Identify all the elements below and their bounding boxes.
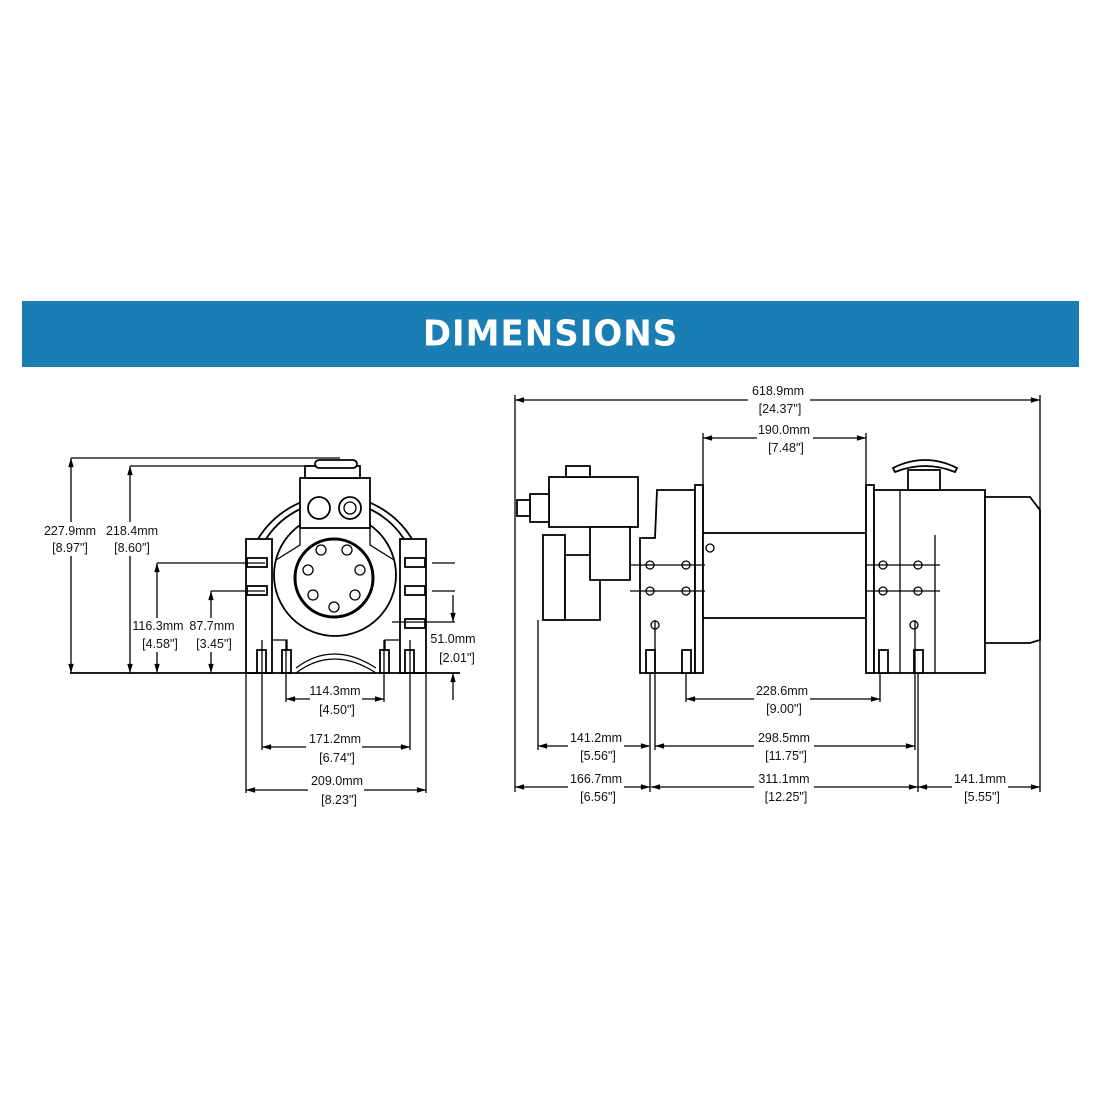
dim-228-6-in: [9.00"] [766,702,802,716]
port-right [338,496,362,520]
label-background [757,422,813,456]
dim-141-2-mm: 141.2mm [570,731,622,745]
port-right-fitting [343,501,357,515]
flange-bolt [354,564,366,576]
label-background [748,383,810,417]
dim-166-7-in: [6.56"] [580,790,616,804]
mounting-bolt [404,618,426,629]
flange-bolt [315,544,327,556]
dimensions-banner: DIMENSIONS [22,301,1079,367]
dim-209-0-mm: 209.0mm [311,774,363,788]
port-left [307,496,331,520]
cable-anchor-hole [705,543,715,553]
valve-mount-lines [275,528,395,561]
base-saddle [295,658,377,674]
mounting-bolt [404,557,426,568]
dim-228-6-mm: 228.6mm [756,684,808,698]
flange-bolt [349,589,361,601]
dim-141-1-mm: 141.1mm [954,772,1006,786]
dim-227-9-mm: 227.9mm [44,524,96,538]
clutch-handle [891,459,959,474]
left-drum-flange [694,484,704,674]
gearbox-housing [873,489,986,674]
dim-171-2-in: [6.74"] [319,751,355,765]
motor-adapter [589,526,631,581]
motor-flange [293,537,375,619]
dim-298-5-mm: 298.5mm [758,731,810,745]
label-background [310,683,362,717]
dim-218-4-in: [8.60"] [114,541,150,555]
dim-311-1-in: [12.25"] [765,790,808,804]
dim-618-9-in: [24.37"] [759,402,802,416]
dim-141-1-in: [5.55"] [964,790,1000,804]
dim-166-7-mm: 166.7mm [570,772,622,786]
clutch-handle-stem [907,469,941,491]
label-background [568,770,624,804]
label-background [308,773,364,807]
valve-cap-top [314,459,358,469]
label-background [754,682,810,716]
flange-bolts [302,544,366,613]
valve-block [548,476,639,528]
drum [702,532,867,619]
dim-116-3-in: [4.58"] [142,637,178,651]
base-saddle-inner [295,653,377,669]
label-background [306,731,362,765]
dim-114-3-in: [4.50"] [319,703,355,717]
foot-bolt [645,649,656,674]
side-view-drawing: 618.9mm [24.37"] 190.0mm [7.48"] 228.6mm… [514,383,1041,804]
mounting-hole [909,620,919,630]
flange-bolt [302,564,314,576]
label-background [952,770,1008,804]
mounting-bolt [404,585,426,596]
mounting-holes [630,560,940,630]
dim-87-7-in: [3.45"] [196,637,232,651]
dim-190-0-in: [7.48"] [768,441,804,455]
flange-bolt [307,589,319,601]
dim-87-7-mm: 87.7mm [189,619,234,633]
front-view-drawing: 227.9mm [8.97"] 218.4mm [8.60"] 116.3mm … [28,457,476,807]
label-background [188,618,236,652]
dim-209-0-in: [8.23"] [321,793,357,807]
valve-cap [565,465,591,478]
label-background [754,729,814,763]
hydraulic-fitting-tip [516,499,531,517]
banner-title: DIMENSIONS [422,313,679,355]
foot-bolt [878,649,889,674]
dim-116-3-mm: 116.3mm [132,619,183,633]
dim-51-0-mm: 51.0mm [430,632,475,646]
dim-51-0-in: [2.01"] [439,651,475,665]
dim-114-3-mm: 114.3mm [309,684,360,698]
dim-311-1-mm: 311.1mm [758,772,809,786]
dim-298-5-in: [11.75"] [765,749,807,763]
label-background [105,522,163,556]
dim-141-2-in: [5.56"] [580,749,616,763]
flange-bolt [328,601,340,613]
dim-171-2-mm: 171.2mm [309,732,361,746]
foot-bolt [681,649,692,674]
side-dimension-labels: 618.9mm [24.37"] 190.0mm [7.48"] 228.6mm… [568,383,1008,804]
dim-227-9-in: [8.97"] [52,541,88,555]
front-dimension-lines [68,457,460,793]
dim-618-9-mm: 618.9mm [752,384,804,398]
flange-bolt [341,544,353,556]
dim-218-4-mm: 218.4mm [106,524,158,538]
front-dimension-labels: 227.9mm [8.97"] 218.4mm [8.60"] 116.3mm … [28,522,476,807]
label-background [28,522,100,556]
left-end-bracket [639,489,696,674]
dim-190-0-mm: 190.0mm [758,423,810,437]
foot-bolts [645,649,924,674]
label-background [568,729,624,763]
label-background [132,618,184,652]
hydraulic-fitting [529,493,550,523]
right-drum-flange [865,484,875,674]
label-background [754,770,814,804]
motor-end-cap [542,534,566,621]
brake-end-cap [984,496,1041,644]
